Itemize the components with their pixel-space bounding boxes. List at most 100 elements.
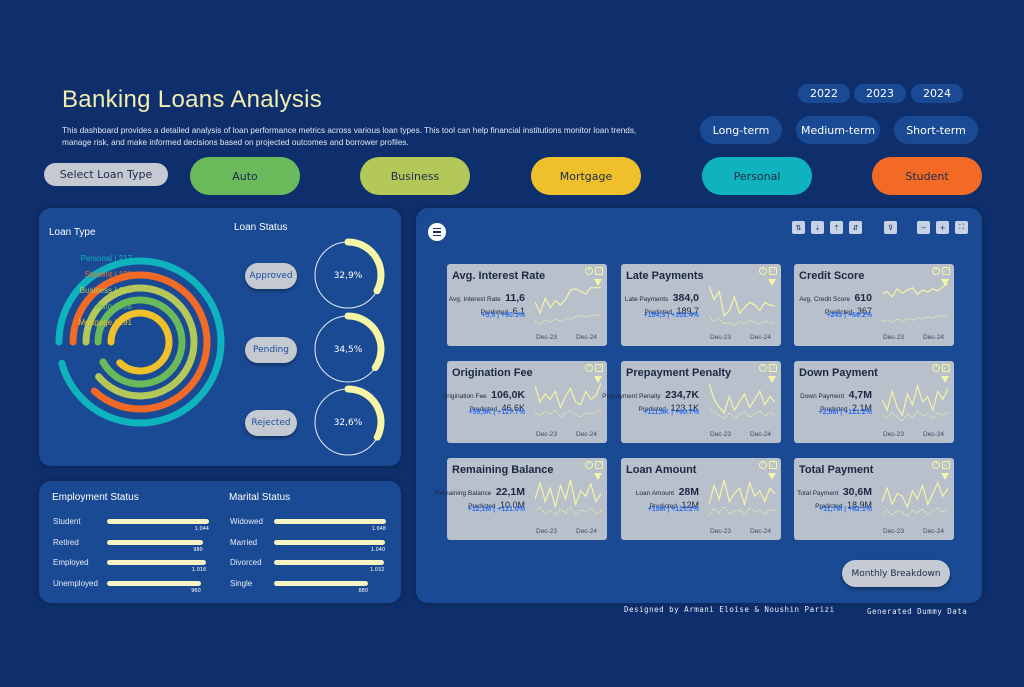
- kpi-axis-end: Dec-24: [576, 528, 597, 535]
- marital-bar-single: [274, 581, 369, 586]
- expand-icon[interactable]: ⤢: [769, 461, 777, 469]
- kpi-current: Origination Fee 106,0K: [442, 385, 525, 403]
- kpi-delta: +12,1M | +121.0%: [467, 506, 525, 513]
- kpi-predicted-label: Predicted: [638, 406, 667, 413]
- kpi-predicted-line: [882, 506, 948, 518]
- expand-icon[interactable]: ⤢: [942, 364, 950, 372]
- kpi-current: Down Payment 4,7M: [800, 385, 872, 403]
- expand-icon[interactable]: ⤢: [769, 267, 777, 275]
- dropdown-triangle-icon[interactable]: [594, 279, 602, 286]
- kpi-current-value: 4,7M: [848, 389, 872, 401]
- ring-1: [69, 271, 211, 413]
- expand-icon[interactable]: ⤢: [595, 461, 603, 469]
- employment-value-student: 1.044: [194, 526, 209, 532]
- help-icon[interactable]: ?: [759, 461, 767, 469]
- fullscreen-icon[interactable]: ⛶: [955, 221, 968, 234]
- expand-icon[interactable]: ⤢: [769, 364, 777, 372]
- term-button-short[interactable]: Short-term: [894, 116, 978, 144]
- zoom-out-icon[interactable]: −: [917, 221, 930, 234]
- help-icon[interactable]: ?: [759, 364, 767, 372]
- year-button-2024[interactable]: 2024: [911, 84, 963, 103]
- dropdown-triangle-icon[interactable]: [941, 376, 949, 383]
- loan-type-title: Loan Type: [49, 227, 96, 238]
- dropdown-triangle-icon[interactable]: [768, 279, 776, 286]
- select-loan-type-label[interactable]: Select Loan Type: [44, 163, 168, 186]
- sort-asc-icon[interactable]: ⇅: [792, 221, 805, 234]
- kpi-delta: +5,5 | +90.1%: [481, 312, 525, 319]
- kpi-predicted: Predicted 46,6K: [470, 398, 525, 416]
- help-icon[interactable]: ?: [932, 461, 940, 469]
- expand-icon[interactable]: ⤢: [942, 461, 950, 469]
- help-icon[interactable]: ?: [585, 267, 593, 275]
- kpi-axis-end: Dec-24: [750, 334, 771, 341]
- help-icon[interactable]: ?: [759, 267, 767, 275]
- kpi-predicted-value: 46,6K: [501, 403, 525, 413]
- status-button-pending[interactable]: Pending: [245, 337, 297, 363]
- dropdown-triangle-icon[interactable]: [594, 376, 602, 383]
- year-button-2022[interactable]: 2022: [798, 84, 850, 103]
- kpi-predicted-line: [709, 407, 775, 419]
- help-icon[interactable]: ?: [932, 364, 940, 372]
- kpi-actual-line: [709, 285, 775, 318]
- marital-label-single: Single: [230, 579, 253, 588]
- ring-3: [94, 296, 186, 388]
- kpi-axis-end: Dec-24: [923, 528, 944, 535]
- kpi-sparkline: [882, 383, 948, 422]
- help-icon[interactable]: ?: [585, 461, 593, 469]
- loan-type-button-auto[interactable]: Auto: [190, 157, 300, 195]
- employment-label-employed: Employed: [53, 558, 89, 567]
- kpi-card-icons: ?⤢: [932, 461, 950, 469]
- dropdown-triangle-icon[interactable]: [768, 473, 776, 480]
- term-button-medium[interactable]: Medium-term: [796, 116, 880, 144]
- year-button-2023[interactable]: 2023: [854, 84, 906, 103]
- filter-clear-icon[interactable]: ⊽: [884, 221, 897, 234]
- dropdown-triangle-icon[interactable]: [941, 473, 949, 480]
- expand-icon[interactable]: ⤢: [595, 267, 603, 275]
- kpi-current-label: Total Payment: [797, 490, 839, 497]
- sort-asc-alt-icon[interactable]: ⇡: [830, 221, 843, 234]
- dropdown-triangle-icon[interactable]: [594, 473, 602, 480]
- marital-status-title: Marital Status: [229, 492, 291, 503]
- status-button-approved[interactable]: Approved: [245, 263, 297, 289]
- kpi-title: Loan Amount: [626, 464, 697, 476]
- marital-label-married: Married: [230, 538, 258, 547]
- zoom-in-icon[interactable]: +: [936, 221, 949, 234]
- loan-type-button-student[interactable]: Student: [872, 157, 982, 195]
- kpi-actual-line: [882, 481, 948, 509]
- expand-icon[interactable]: ⤢: [595, 364, 603, 372]
- loan-type-button-mortgage[interactable]: Mortgage: [531, 157, 641, 195]
- help-icon[interactable]: ?: [932, 267, 940, 275]
- sort-desc-alt-icon[interactable]: ⇵: [849, 221, 862, 234]
- expand-icon[interactable]: ⤢: [942, 267, 950, 275]
- dropdown-triangle-icon[interactable]: [768, 376, 776, 383]
- sort-desc-icon[interactable]: ⇣: [811, 221, 824, 234]
- status-percent-pending: 34,5%: [333, 345, 363, 355]
- loan-type-button-personal[interactable]: Personal: [702, 157, 812, 195]
- help-icon[interactable]: ?: [585, 364, 593, 372]
- employment-bar-retired: [107, 540, 203, 545]
- status-button-rejected[interactable]: Rejected: [245, 410, 297, 436]
- status-gauge-arc-0: [344, 238, 385, 295]
- kpi-predicted-value: 10,0M: [499, 500, 525, 510]
- kpi-actual-line: [709, 382, 775, 414]
- ring-label-0: Personal | 217: [80, 254, 132, 263]
- kpi-current-label: Prepayment Penalty: [602, 393, 661, 400]
- employment-bar-unemployed: [107, 581, 201, 586]
- term-button-long[interactable]: Long-term: [700, 116, 782, 144]
- menu-icon[interactable]: [428, 223, 446, 241]
- loan-type-button-business[interactable]: Business: [360, 157, 470, 195]
- kpi-actual-line: [882, 383, 948, 418]
- kpi-predicted: Predicted 123,1K: [639, 398, 699, 416]
- monthly-breakdown-button[interactable]: Monthly Breakdown: [842, 560, 950, 587]
- kpi-axis-start: Dec-23: [710, 431, 731, 438]
- dropdown-triangle-icon[interactable]: [941, 279, 949, 286]
